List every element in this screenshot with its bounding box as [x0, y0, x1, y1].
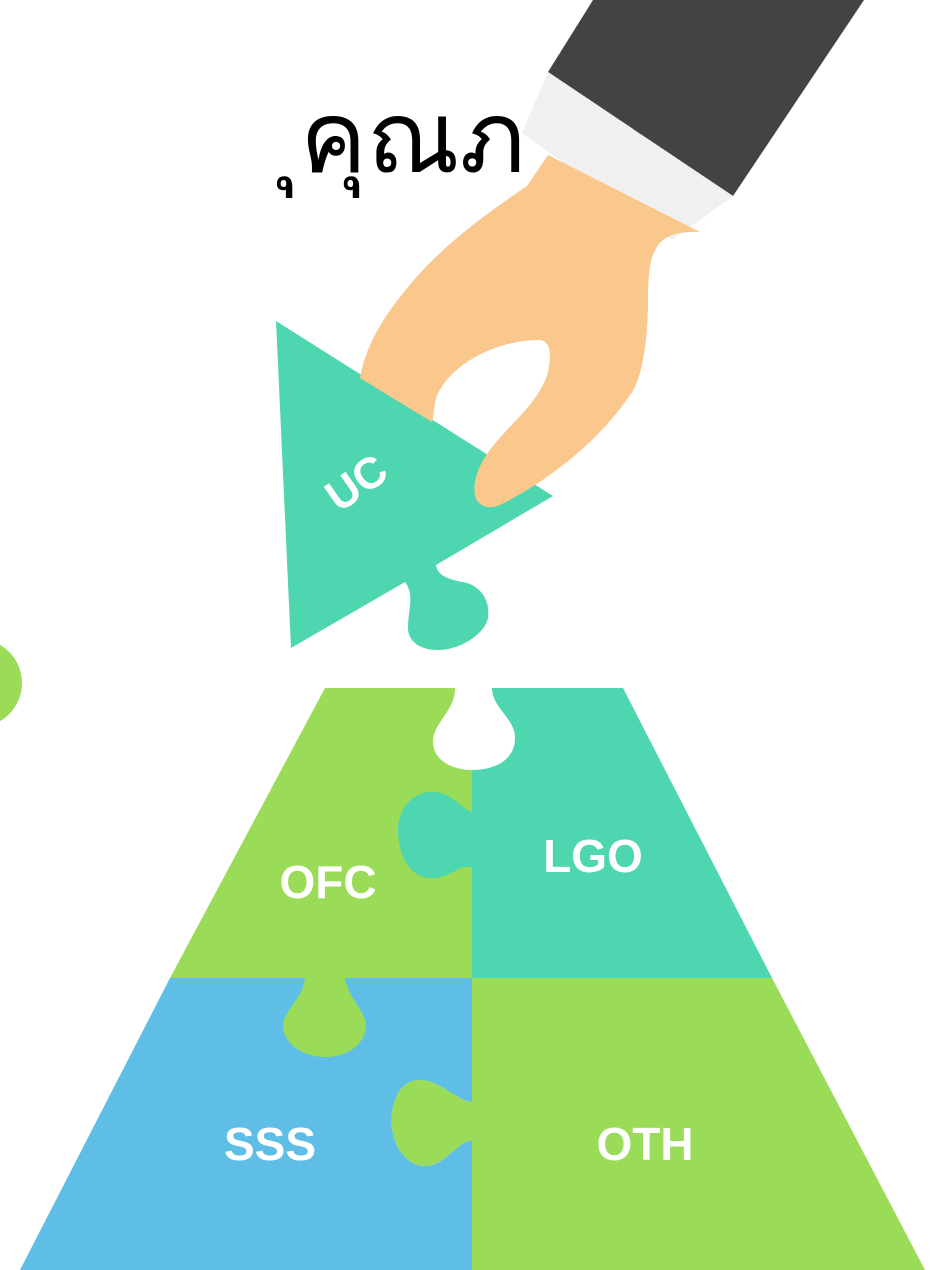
label-lgo: LGO: [543, 830, 643, 882]
label-oth: OTH: [596, 1118, 693, 1170]
puzzle-piece-top-right: [398, 688, 772, 978]
hand-arm: [360, 0, 864, 508]
label-ofc: OFC: [279, 856, 376, 908]
label-sss: SSS: [224, 1118, 316, 1170]
puzzle-piece-bottom-left: [20, 978, 472, 1270]
hand: [360, 155, 700, 508]
puzzle-piece-top-left: [170, 688, 472, 978]
puzzle-piece-held: [276, 321, 553, 650]
shirt-cuff: [522, 72, 733, 240]
sleeve: [548, 0, 864, 196]
side-circle: [0, 644, 22, 722]
puzzle-piece-bottom-right: [391, 978, 925, 1270]
